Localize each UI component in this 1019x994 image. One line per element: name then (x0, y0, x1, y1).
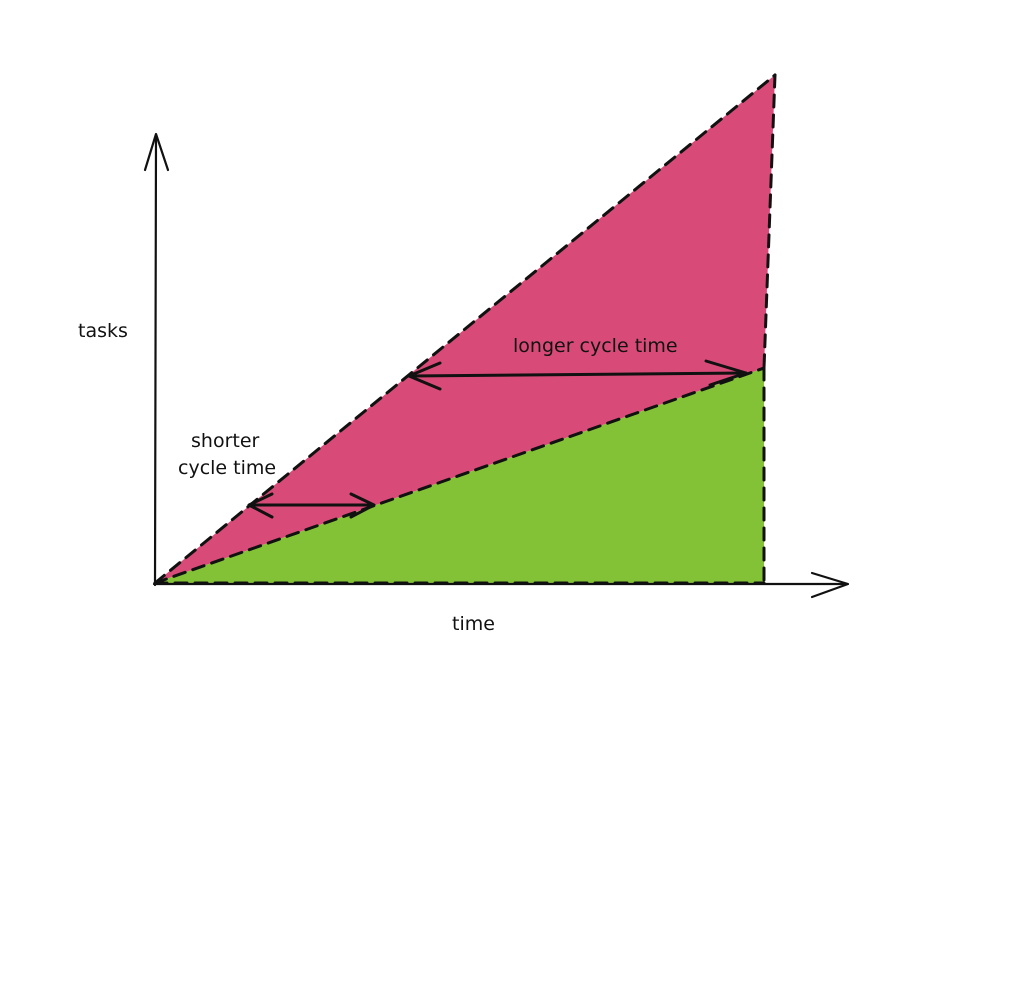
upper-boundary-line (153, 73, 777, 585)
short-cycle-arrowhead-left (247, 492, 274, 519)
short-cycle-label-line1: shorter (191, 430, 260, 452)
short-cycle-arrowhead-right (349, 492, 376, 519)
y-axis (153, 134, 158, 587)
x-axis-arrowhead (810, 571, 850, 599)
right-boundary-line (762, 73, 777, 370)
axes (143, 132, 850, 599)
cycle-time-arrows (247, 359, 748, 519)
long-cycle-arrow-line (408, 371, 748, 378)
y-axis-label: tasks (78, 320, 128, 342)
y-axis-arrowhead (143, 132, 170, 172)
x-axis-label: time (452, 613, 495, 635)
short-cycle-label-line2: cycle time (178, 457, 276, 479)
long-cycle-arrowhead-left (407, 361, 442, 391)
lower-boundary-line (153, 366, 766, 585)
long-cycle-arrowhead-right (704, 359, 748, 387)
long-cycle-label: longer cycle time (513, 335, 678, 357)
